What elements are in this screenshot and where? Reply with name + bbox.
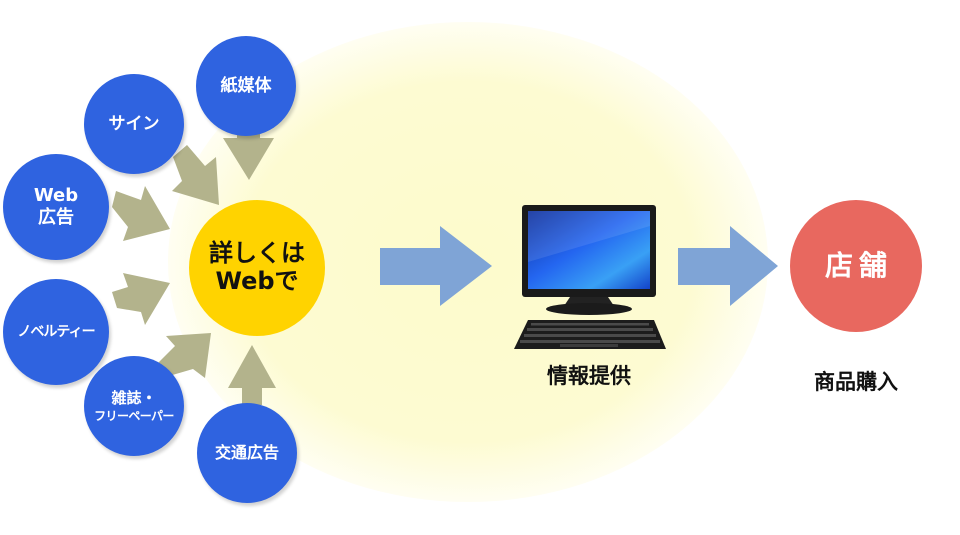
source-magazine: 雑誌・ フリーペーパー (84, 356, 184, 456)
source-web-ad-line-1: Web (33, 185, 79, 207)
source-arrows (112, 105, 276, 405)
arrow-from-paper (223, 105, 274, 180)
computer-icon (514, 205, 666, 349)
source-magazine-line-1: 雑誌・ (111, 388, 157, 407)
arrow-from-transit (228, 345, 276, 405)
arrow-from-novelty (112, 273, 170, 325)
store-caption: 商品購入 (814, 370, 898, 394)
arrow-from-web (112, 186, 170, 241)
source-novelty-label: ノベルティー (17, 323, 95, 340)
arrow-from-sign (172, 145, 219, 205)
store-label: 店舗 (824, 249, 893, 283)
source-web-ad-line-2: 広告 (38, 207, 74, 228)
source-novelty: ノベルティー (3, 279, 109, 385)
source-transit-ad: 交通広告 (197, 403, 297, 503)
source-sign-label: サイン (108, 113, 160, 134)
computer-caption: 情報提供 (547, 364, 631, 388)
arrow-from-magazine (157, 333, 211, 378)
hub-line-1: 詳しくは (209, 239, 305, 268)
store-circle: 店舗 (790, 200, 922, 332)
source-paper-label: 紙媒体 (220, 75, 272, 96)
hub-circle: 詳しくは Webで (189, 200, 325, 336)
source-transit-ad-label: 交通広告 (214, 443, 279, 463)
flow-arrow-to-store (678, 226, 778, 306)
source-paper: 紙媒体 (196, 36, 296, 136)
source-web-ad: Web 広告 (3, 154, 109, 260)
source-magazine-line-2: フリーペーパー (94, 409, 174, 424)
source-sign: サイン (84, 74, 184, 174)
flow-arrow-to-computer (380, 226, 492, 306)
hub-line-2: Webで (215, 267, 299, 295)
